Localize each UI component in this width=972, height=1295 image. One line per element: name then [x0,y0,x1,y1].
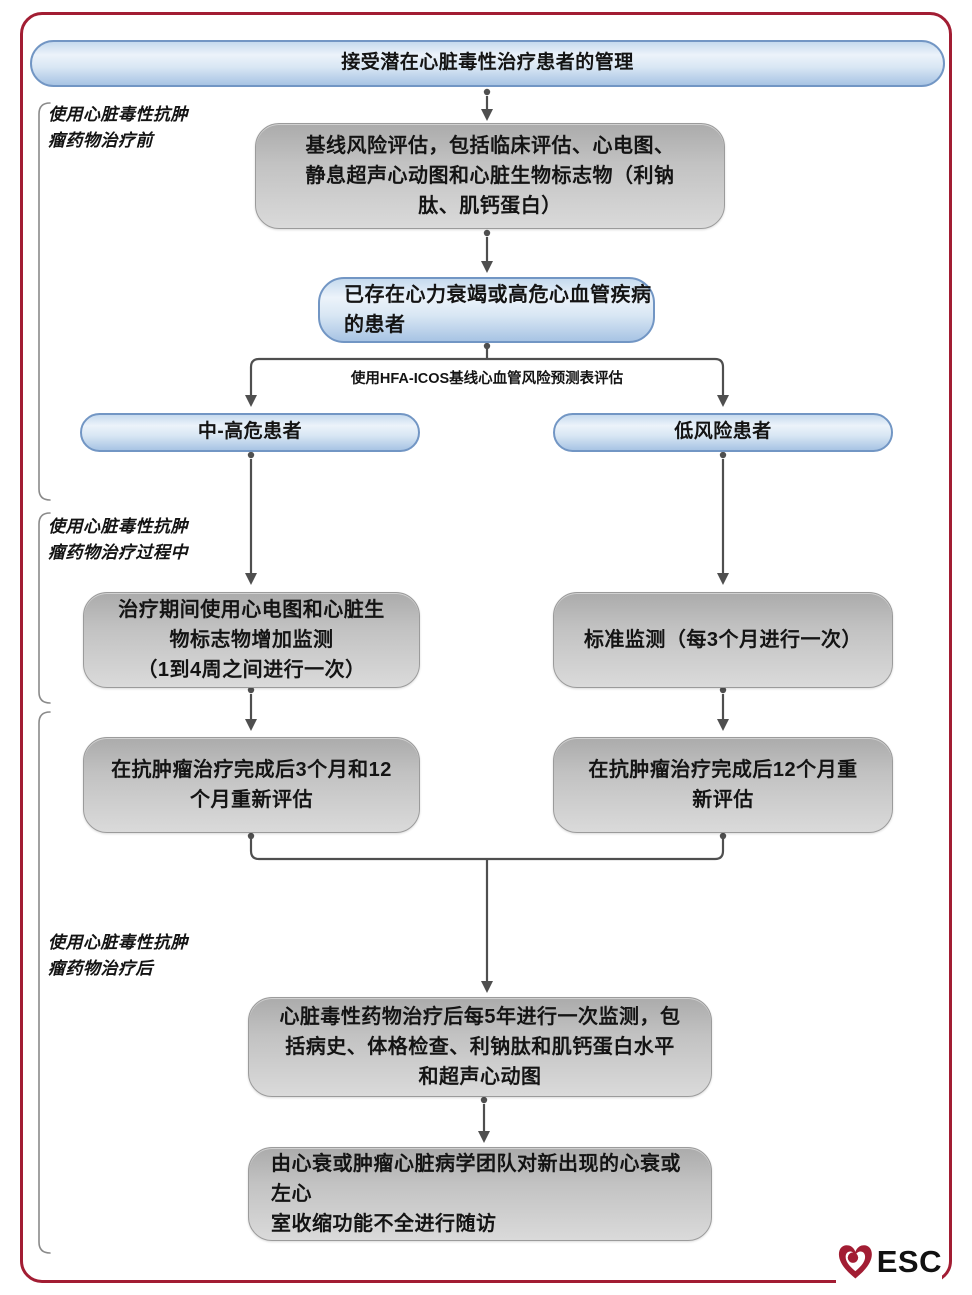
connector-dot [483,229,491,237]
connector-dot [247,686,255,694]
node-long-term-surveillance: 心脏毒性药物治疗后每5年进行一次监测，包 括病史、体格检查、利钠肽和肌钙蛋白水平… [248,997,712,1097]
node-title: 接受潜在心脏毒性治疗患者的管理 [30,40,945,87]
phase-label-after-treatment: 使用心脏毒性抗肿 瘤药物治疗后 [48,933,188,979]
node-baseline-assessment: 基线风险评估，包括临床评估、心电图、 静息超声心动图和心脏生物标志物（利钠 肽、… [255,123,725,229]
merge-right [487,839,725,861]
arrow-split-to-mid-high [245,357,487,407]
node-reassess-low: 在抗肿瘤治疗完成后12个月重 新评估 [553,737,893,833]
connector-dot [719,451,727,459]
node-standard-monitoring: 标准监测（每3个月进行一次） [553,592,893,688]
connector-dot [483,342,491,350]
node-increased-monitoring: 治疗期间使用心电图和心脏生 物标志物增加监测 （1到4周之间进行一次） [83,592,420,688]
risk-tool-label: 使用HFA-ICOS基线心血管风险预测表评估 [350,371,624,387]
connector-dot [719,686,727,694]
esc-heart-icon [838,1245,872,1279]
esc-logo-text: ESC [876,1244,942,1279]
node-reassess-mid-high: 在抗肿瘤治疗完成后3个月和12 个月重新评估 [83,737,420,833]
phase-label-before-treatment: 使用心脏毒性抗肿 瘤药物治疗前 [48,105,188,151]
node-mid-high-risk: 中-高危患者 [80,413,420,452]
phase-label-during-treatment: 使用心脏毒性抗肿 瘤药物治疗过程中 [48,517,188,563]
esc-logo: ESC [836,1234,942,1290]
connector-dot [247,451,255,459]
bracket-during-treatment [38,512,51,704]
connector-dot [483,88,491,96]
connector-dot [247,832,255,840]
bracket-after-treatment [38,711,51,1254]
node-low-risk: 低风险患者 [553,413,893,452]
connector-dot [480,1096,488,1104]
node-follow-up: 由心衰或肿瘤心脏病学团队对新出现的心衰或左心 室收缩功能不全进行随访 [248,1147,712,1241]
bracket-before-treatment [38,102,51,501]
node-preexisting-hf: 已存在心力衰竭或高危心血管疾病 的患者 [318,277,655,343]
arrow-split-to-low [487,357,729,407]
connector-dot [719,832,727,840]
merge-left [249,839,487,861]
diagram-border [20,12,952,1283]
